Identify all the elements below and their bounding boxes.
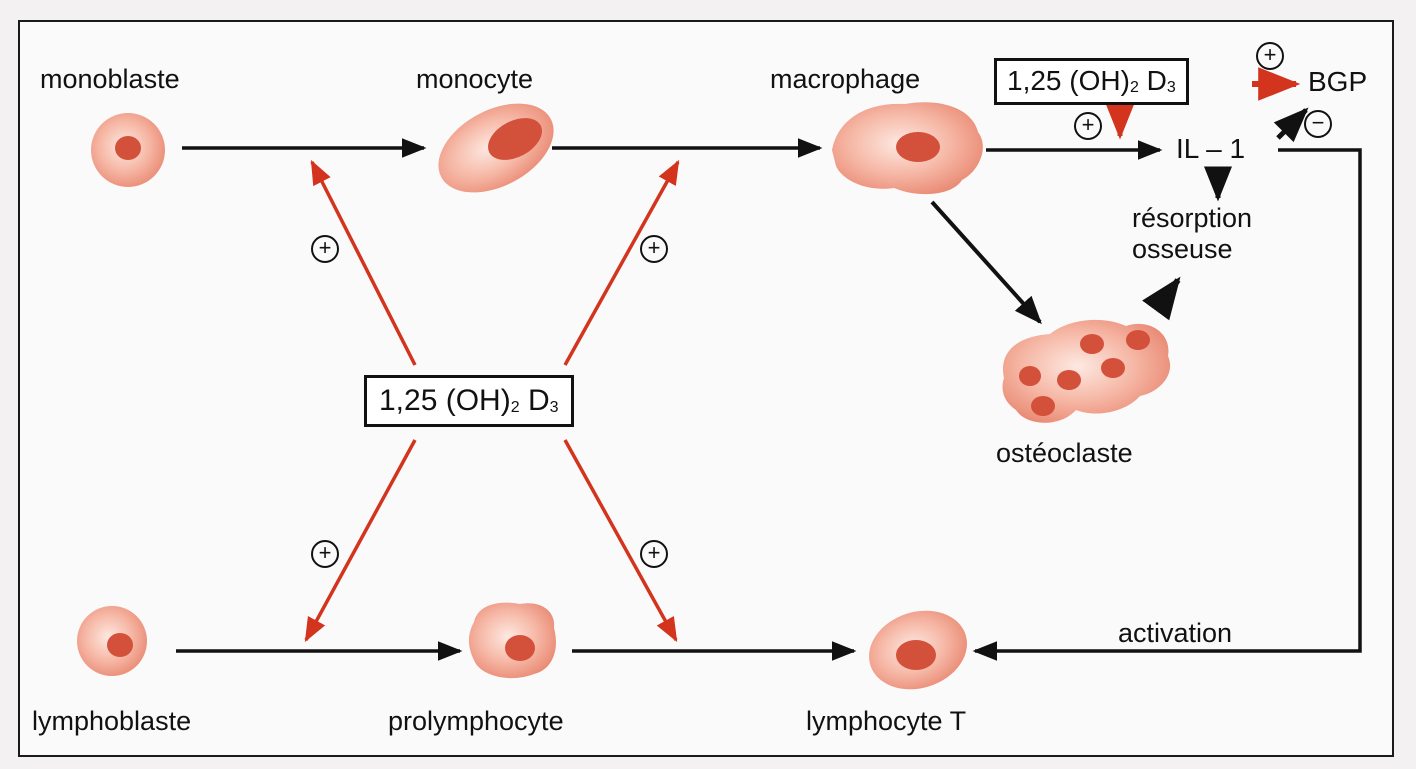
arrow-il1-activation-loop xyxy=(972,148,1362,661)
label-macrophage: macrophage xyxy=(770,64,921,94)
arrow-osteoclaste-to-resorption xyxy=(1142,276,1181,321)
label-lymphocyte-t: lymphocyte T xyxy=(806,706,967,736)
hormone-prefix: 1,25 (OH) xyxy=(379,384,511,417)
cell-monocyte xyxy=(438,103,554,193)
red-arrow-to-monocyte-upper-left xyxy=(310,159,417,366)
arrow-macrophage-to-osteoclaste xyxy=(930,200,1042,325)
plus-sign-upper-right: + xyxy=(640,235,668,263)
cell-lymphoblaste xyxy=(77,606,147,676)
hormone-mid: D xyxy=(1138,65,1167,96)
hormone-sub1: 2 xyxy=(1129,79,1139,96)
label-monocyte: monocyte xyxy=(416,64,534,94)
hormone-sub2: 3 xyxy=(1166,79,1176,96)
plus-sign-upper-left: + xyxy=(311,235,339,263)
plus-sign-lower-left: + xyxy=(311,540,339,568)
hormone-sub1: 2 xyxy=(510,399,520,416)
label-lymphoblaste: lymphoblaste xyxy=(32,706,192,736)
cell-osteoclaste xyxy=(1002,319,1171,423)
red-arrow-to-prolymphocyte-lower-left xyxy=(304,439,417,643)
minus-sign-bgp: − xyxy=(1304,110,1332,138)
label-osteoclaste: ostéoclaste xyxy=(996,438,1133,468)
arrow-il1-to-bgp xyxy=(1273,107,1309,143)
red-arrow-to-macrophage-upper-right xyxy=(563,159,680,366)
hormone-sub2: 3 xyxy=(549,399,559,416)
hormone-box-top: 1,25 (OH)2 D3 xyxy=(994,58,1189,105)
label-prolymphocyte: prolymphocyte xyxy=(388,706,564,736)
label-resorption-line1: résorption xyxy=(1132,203,1253,233)
cell-monoblaste xyxy=(91,113,165,187)
cell-macrophage xyxy=(832,102,983,195)
label-activation: activation xyxy=(1118,618,1233,648)
hormone-mid: D xyxy=(519,384,550,417)
label-bgp: BGP xyxy=(1308,66,1368,97)
label-monoblaste: monoblaste xyxy=(40,64,180,94)
plus-sign-bgp: + xyxy=(1256,42,1284,70)
hormone-prefix: 1,25 (OH) xyxy=(1007,65,1130,96)
cell-lymphocyte-t xyxy=(869,610,967,690)
plus-sign-lower-right: + xyxy=(640,540,668,568)
label-resorption-line2: osseuse xyxy=(1132,234,1233,264)
cell-prolymphocyte xyxy=(468,602,556,679)
diagram-frame xyxy=(18,20,1394,757)
red-arrow-to-lymphocyte-t-lower-right xyxy=(563,439,678,643)
plus-sign-il1: + xyxy=(1074,112,1102,140)
hormone-box-center: 1,25 (OH)2 D3 xyxy=(364,375,574,427)
label-il1: IL – 1 xyxy=(1176,133,1246,164)
